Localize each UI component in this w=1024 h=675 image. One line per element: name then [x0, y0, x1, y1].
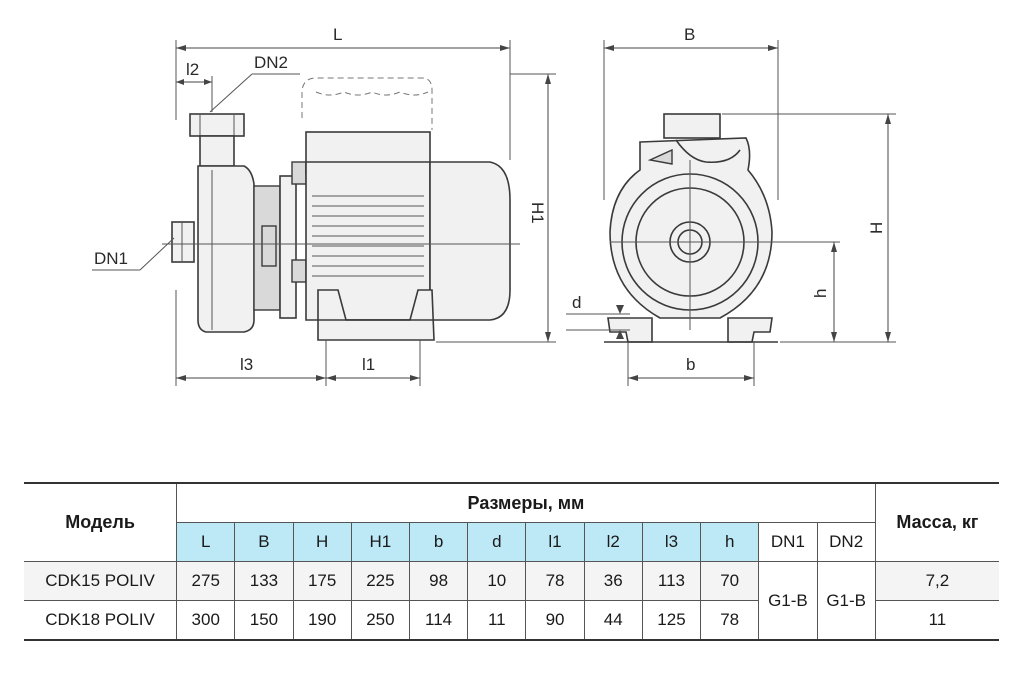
pump-dimension-drawing: L l2 DN2 DN1	[92, 25, 896, 386]
table-row: CDK15 POLIV 275 133 175 225 98 10 78 36 …	[24, 561, 999, 641]
cell: 125	[641, 600, 702, 641]
label-b: b	[686, 355, 695, 374]
cell: 225	[350, 561, 410, 601]
label-L: L	[333, 25, 342, 44]
model-header: Модель	[24, 482, 178, 562]
label-DN1: DN1	[94, 249, 128, 268]
cell: 78	[700, 600, 760, 641]
col-H: H	[292, 522, 352, 562]
label-H: H	[867, 222, 886, 234]
col-b: b	[408, 522, 469, 562]
cell: 11	[467, 600, 527, 641]
col-d: d	[467, 522, 527, 562]
cell: 98	[408, 561, 469, 601]
cell: 113	[641, 561, 702, 601]
col-DN1: DN1	[758, 522, 818, 562]
col-DN2: DN2	[816, 522, 876, 562]
table-row: CDK18 POLIV 300 150 190 250 114 11 90 44…	[24, 600, 999, 641]
front-view: B d h H	[566, 25, 896, 386]
label-d: d	[572, 293, 581, 312]
cell: 150	[234, 600, 294, 641]
cell: 300	[176, 600, 236, 641]
row-model: CDK18 POLIV	[24, 600, 178, 641]
cell: 36	[583, 561, 643, 601]
label-l1: l1	[362, 355, 375, 374]
col-l3: l3	[641, 522, 702, 562]
cell: 175	[292, 561, 352, 601]
col-l1: l1	[525, 522, 585, 562]
dn2-value: G1-B	[816, 561, 876, 641]
cell: 70	[700, 561, 760, 601]
cell: 10	[467, 561, 527, 601]
label-l3: l3	[240, 355, 253, 374]
col-B: B	[234, 522, 294, 562]
col-H1: H1	[350, 522, 410, 562]
cell: 78	[525, 561, 585, 601]
col-L: L	[176, 522, 236, 562]
dims-header: Размеры, мм	[176, 482, 876, 523]
cell: 190	[292, 600, 352, 641]
cell: 90	[525, 600, 585, 641]
side-view: L l2 DN2 DN1	[92, 25, 556, 386]
dimensions-table: Модель Размеры, мм Масса, кг L B H H1 b …	[24, 482, 999, 641]
dn1-value: G1-B	[758, 561, 818, 641]
label-B: B	[684, 25, 695, 44]
col-l2: l2	[583, 522, 643, 562]
col-h: h	[700, 522, 760, 562]
label-l2: l2	[186, 60, 199, 79]
cell: 133	[234, 561, 294, 601]
mass-header: Масса, кг	[874, 482, 999, 562]
label-H1: H1	[528, 202, 547, 224]
cell: 44	[583, 600, 643, 641]
row-model: CDK15 POLIV	[24, 561, 178, 601]
cell: 275	[176, 561, 236, 601]
label-h: h	[811, 289, 830, 298]
row-mass: 7,2	[874, 561, 999, 601]
cell: 250	[350, 600, 410, 641]
row-mass: 11	[874, 600, 999, 641]
label-DN2: DN2	[254, 53, 288, 72]
cell: 114	[408, 600, 469, 641]
